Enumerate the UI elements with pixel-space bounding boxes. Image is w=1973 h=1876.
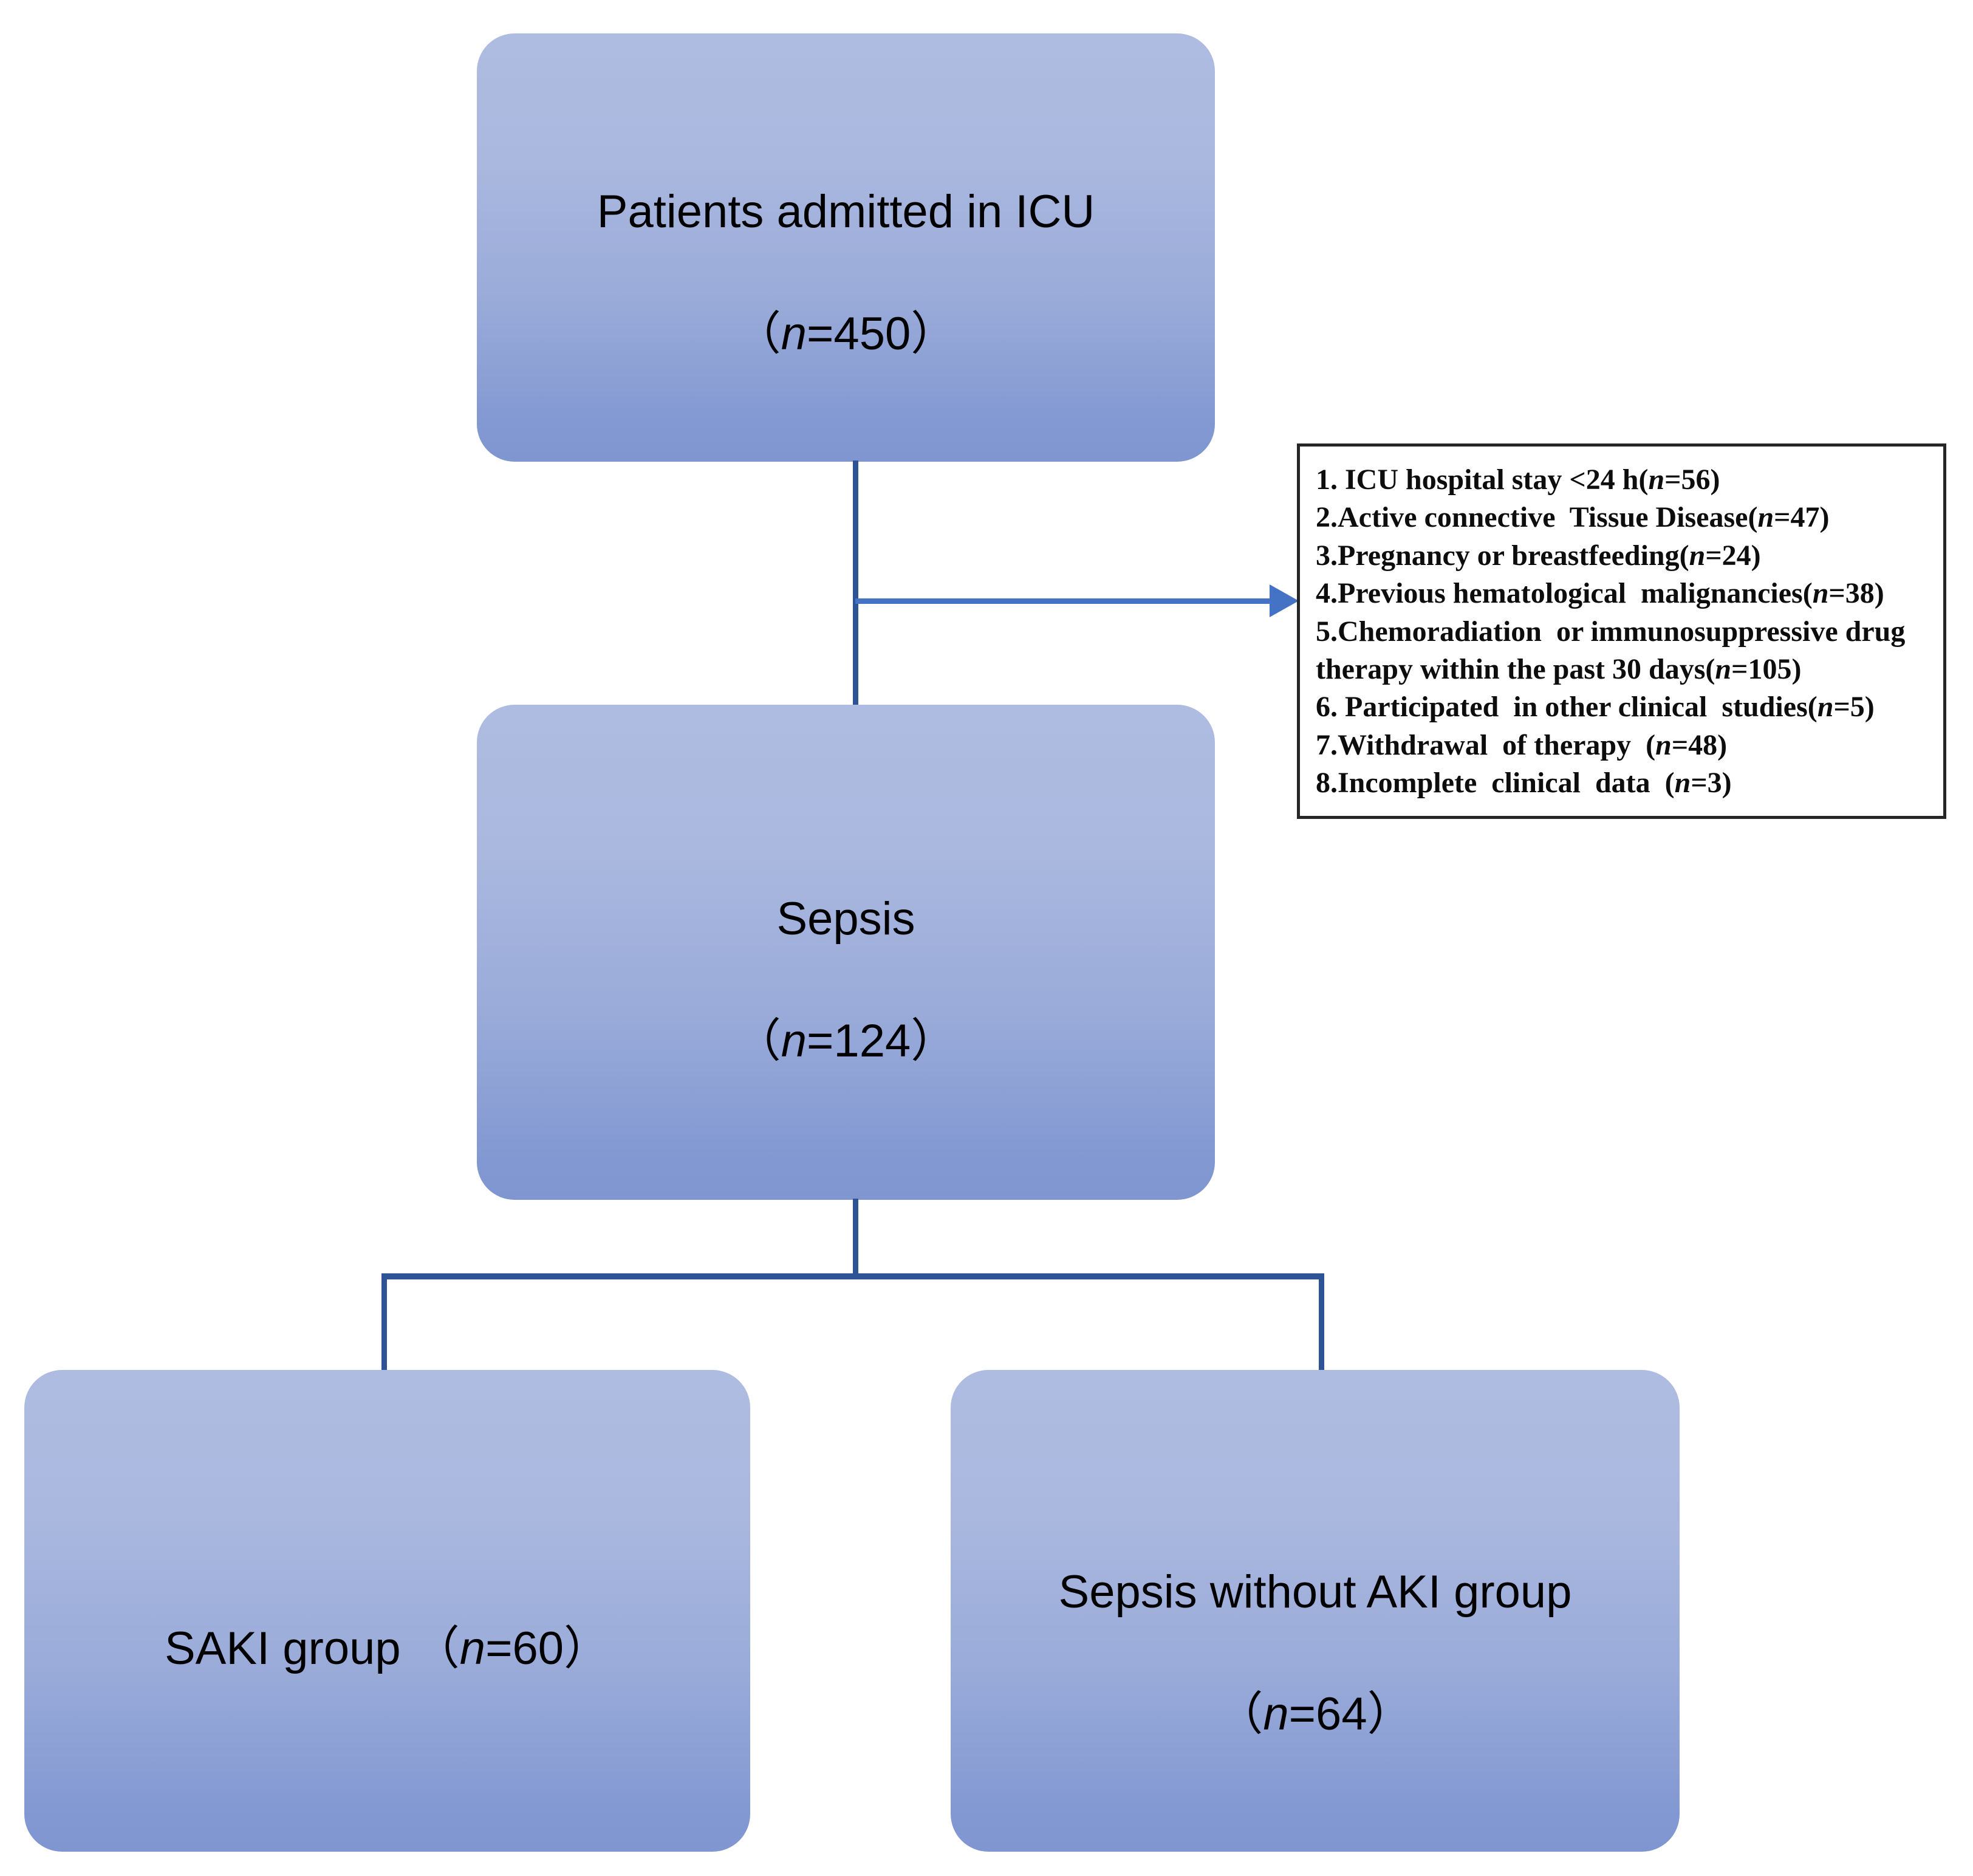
- node-patients-admitted-icu-label: Patients admitted in ICU （n=450）: [597, 186, 1095, 360]
- node-sepsis-without-aki-group-label: Sepsis without AKI group （n=64）: [1058, 1566, 1572, 1740]
- list-item: 7.Withdrawal of therapy (n=48): [1316, 728, 1728, 761]
- connector-branch-to-sepsis-without-aki: [1319, 1273, 1324, 1372]
- list-item: 6. Participated in other clinical studie…: [1316, 691, 1875, 724]
- connector-top-to-sepsis: [853, 460, 858, 707]
- list-item: 1. ICU hospital stay <24 h(n=56): [1316, 464, 1720, 496]
- node-sepsis-label: Sepsis （n=124）: [734, 893, 957, 1067]
- list-item: 3.Pregnancy or breastfeeding(n=24): [1316, 539, 1761, 572]
- exclusion-criteria-list: 1. ICU hospital stay <24 h(n=56) 2.Activ…: [1300, 447, 1943, 803]
- connector-branch-to-saki: [381, 1273, 387, 1372]
- connector-exclusion-arrow-shaft: [855, 598, 1281, 604]
- connector-branch-bar: [381, 1273, 1324, 1279]
- exclusion-criteria-box: 1. ICU hospital stay <24 h(n=56) 2.Activ…: [1297, 443, 1946, 819]
- arrow-head-icon: [1270, 584, 1299, 617]
- list-item: 5.Chemoradiation or immunosuppressive dr…: [1316, 615, 1913, 685]
- node-sepsis-without-aki-group: Sepsis without AKI group （n=64）: [951, 1370, 1680, 1852]
- node-patients-admitted-icu: Patients admitted in ICU （n=450）: [477, 33, 1215, 462]
- node-sepsis: Sepsis （n=124）: [477, 705, 1215, 1200]
- list-item: 8.Incomplete clinical data (n=3): [1316, 767, 1732, 799]
- node-saki-group-label: SAKI group （n=60）: [164, 1622, 610, 1674]
- list-item: 4.Previous hematological malignancies(n=…: [1316, 577, 1884, 610]
- node-saki-group: SAKI group （n=60）: [24, 1370, 750, 1852]
- list-item: 2.Active connective Tissue Disease(n=47): [1316, 501, 1830, 534]
- connector-sepsis-to-branch: [853, 1199, 858, 1279]
